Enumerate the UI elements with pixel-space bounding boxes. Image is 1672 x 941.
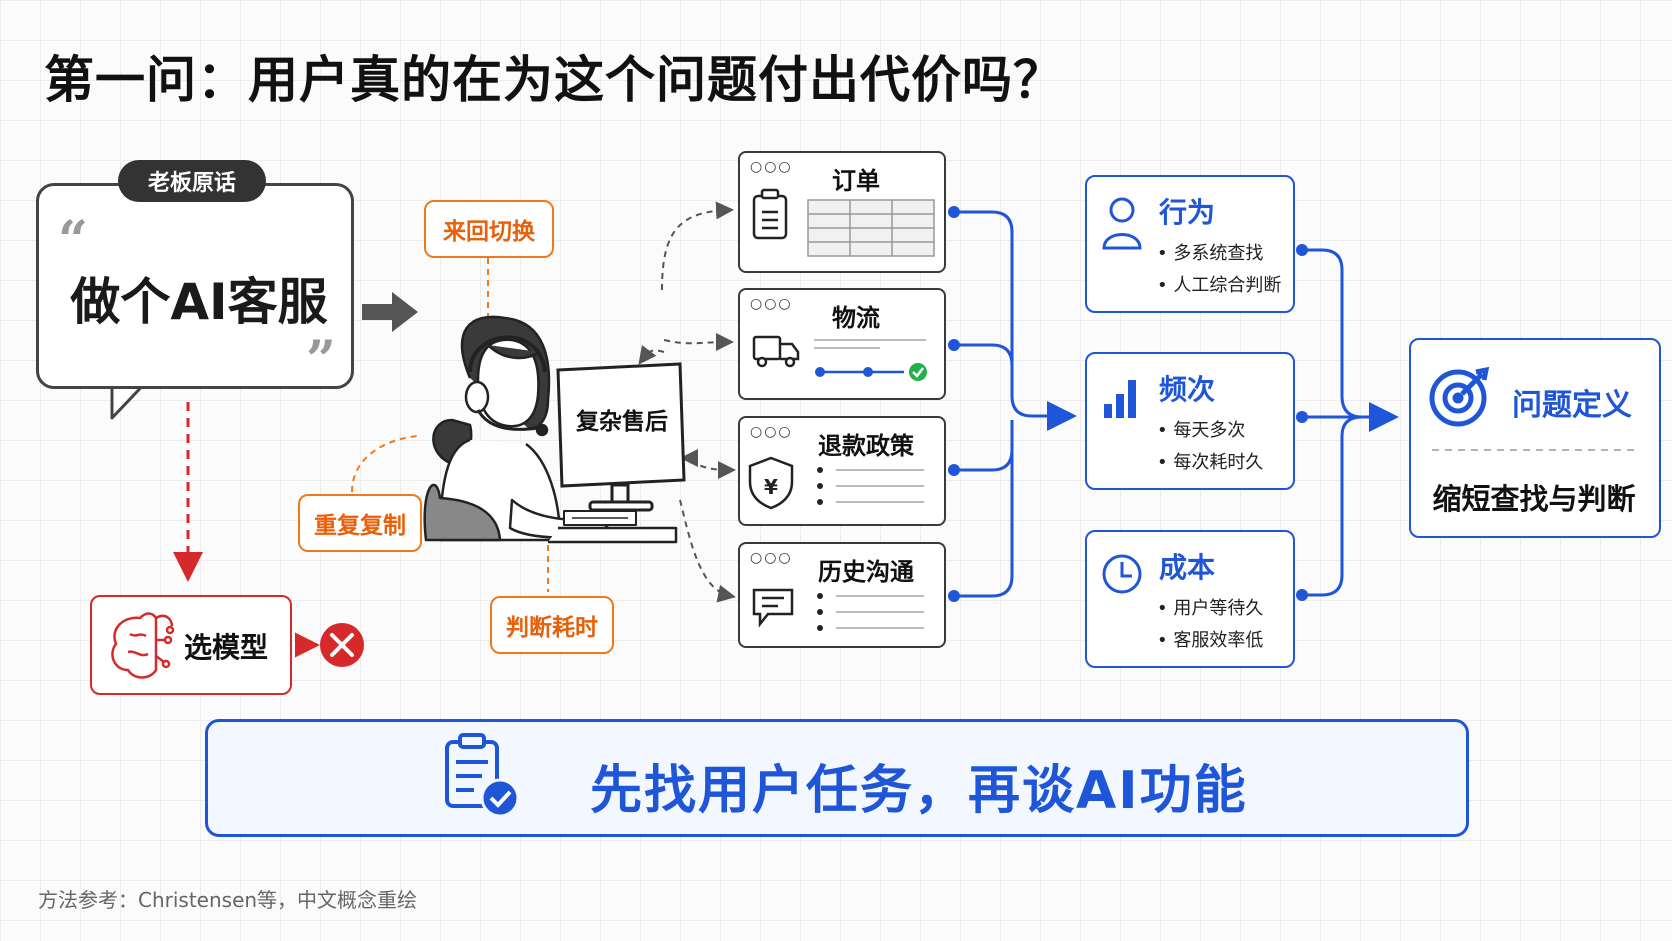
card-bullet: • 人工综合判断 <box>1157 275 1282 296</box>
card-bullet: • 每次耗时久 <box>1157 452 1264 473</box>
boss-quote-tag: 老板原话 <box>118 160 266 202</box>
window-dots-icon: ○○○ <box>750 550 793 566</box>
window-dots-icon: ○○○ <box>750 296 793 312</box>
card-bullet: • 客服效率低 <box>1157 630 1264 651</box>
reject-icon <box>320 623 364 667</box>
card-frequency: 频次 • 每天多次 • 每次耗时久 <box>1085 352 1295 490</box>
gray-arrow <box>362 292 418 332</box>
window-order: ○○○ 订单 <box>738 151 946 273</box>
window-logistics: ○○○ 物流 <box>738 288 946 400</box>
card-title: 行为 <box>1159 196 1216 229</box>
monitor <box>556 362 686 512</box>
agent-illustration <box>423 315 678 544</box>
boss-quote-text: 做个AI客服 <box>70 273 328 331</box>
banner-text: 先找用户任务，再谈AI功能 <box>590 761 1248 821</box>
tag-judge: 判断耗时 <box>490 596 614 654</box>
window-title: 历史沟通 <box>818 558 914 586</box>
close-quote-mark: ” <box>306 330 336 391</box>
card-title: 频次 <box>1159 373 1216 406</box>
window-title: 退款政策 <box>818 432 914 460</box>
footnote: 方法参考：Christensen等，中文概念重绘 <box>38 888 418 912</box>
definition-subtitle: 缩短查找与判断 <box>1432 482 1636 516</box>
window-dots-icon: ○○○ <box>750 424 793 440</box>
definition-title: 问题定义 <box>1512 388 1632 423</box>
window-title: 订单 <box>832 167 880 195</box>
window-dots-icon: ○○○ <box>750 159 793 175</box>
screen-label: 复杂售后 <box>576 409 668 435</box>
select-model-label: 选模型 <box>184 631 269 664</box>
page-title: 第一问：用户真的在为这个问题付出代价吗？ <box>44 51 1064 109</box>
tag-copy: 重复复制 <box>298 494 422 552</box>
card-bullet: • 多系统查找 <box>1157 243 1264 264</box>
card-bullet: • 每天多次 <box>1157 420 1246 441</box>
card-title: 成本 <box>1159 551 1216 584</box>
tag-switch: 来回切换 <box>424 200 554 258</box>
conclusion-banner <box>205 719 1469 837</box>
blue-connectors <box>954 210 1399 598</box>
card-cost: 成本 • 用户等待久 • 客服效率低 <box>1085 530 1295 668</box>
card-bullet: • 用户等待久 <box>1157 598 1264 619</box>
open-quote-mark: “ <box>58 210 88 271</box>
window-refund-policy: ○○○ 退款政策 <box>738 416 946 526</box>
card-behavior: 行为 • 多系统查找 • 人工综合判断 <box>1085 175 1295 313</box>
window-history-chat: ○○○ 历史沟通 <box>738 542 946 648</box>
window-title: 物流 <box>832 304 880 332</box>
